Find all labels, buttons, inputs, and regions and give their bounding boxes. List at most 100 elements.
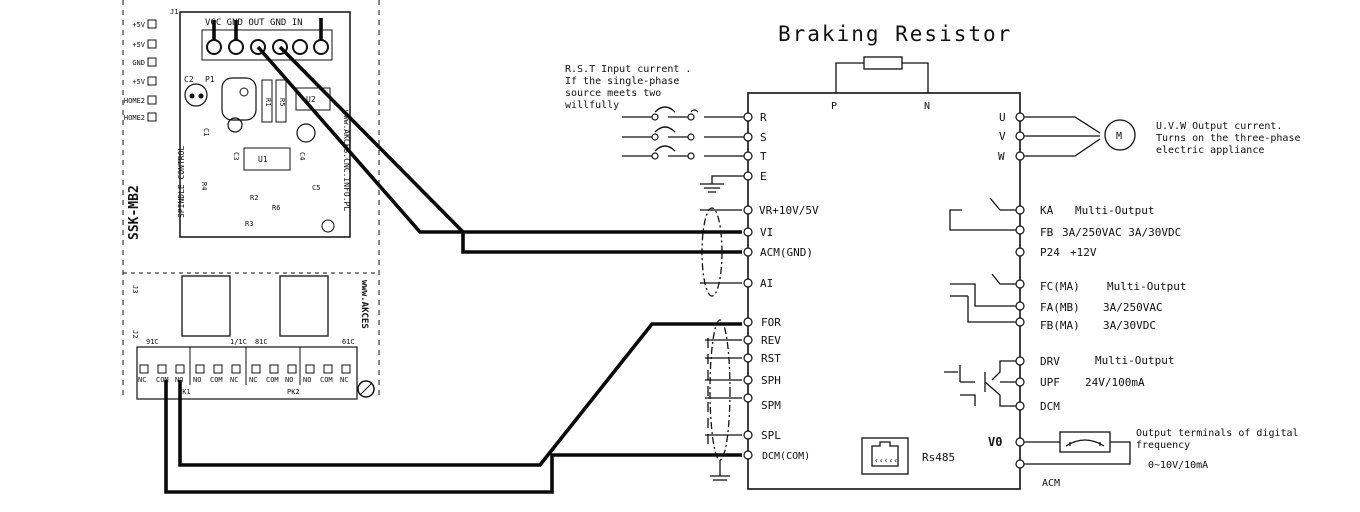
label-upf-desc: 24V/100mA [1085, 376, 1145, 389]
output-note-line: electric appliance [1156, 145, 1264, 156]
label-rev: REV [761, 334, 781, 347]
braking-resistor: Braking Resistor P N [778, 22, 1012, 112]
label-acm: ACM(GND) [760, 246, 813, 259]
screw-terminal [313, 39, 329, 55]
motor-icon [1104, 119, 1136, 151]
rs485-label: Rs485 [922, 451, 955, 464]
relay-pk1-body [181, 275, 231, 337]
label-fb-ma-desc: 3A/30VDC [1103, 319, 1156, 332]
terminal-vi [743, 227, 753, 237]
c1-label: C1 [202, 128, 210, 136]
analog-input-lines [700, 209, 742, 284]
resistor-icon [863, 56, 903, 70]
contact-label: COM [266, 376, 279, 384]
note-line: willfully [565, 100, 619, 111]
label-rst: RST [761, 352, 781, 365]
label-fa: FA(MB) [1040, 301, 1080, 314]
digital-input-switches [705, 338, 742, 450]
label-fb-desc: 3A/250VAC 3A/30VDC [1062, 226, 1181, 239]
contact-label: COM [320, 376, 333, 384]
side-pin-label: HOME2 [124, 114, 145, 122]
label-e: E [760, 170, 767, 183]
relay-terminal-block [136, 346, 358, 400]
contact-label: NC [138, 376, 146, 384]
relay-contacts: NC COM NO NO COM NC NC COM NO NO COM NC [138, 364, 351, 384]
terminal-acm [743, 247, 753, 257]
resistor-r5 [275, 79, 287, 123]
capacitor-c2 [184, 83, 208, 107]
label-spl: SPL [761, 429, 781, 442]
meter-icon [1059, 431, 1111, 453]
terminal-u [1015, 112, 1025, 122]
contact-label: NO [193, 376, 201, 384]
label-fb: FB [1040, 226, 1054, 239]
label-v: V [999, 130, 1006, 143]
terminal-vr [743, 205, 753, 215]
label-w: W [998, 150, 1005, 163]
contact-label: COM [156, 376, 169, 384]
terminal-r [743, 112, 753, 122]
terminal-p24 [1015, 247, 1025, 257]
screw-terminal [292, 39, 308, 55]
pk1-label: PK1 [178, 388, 191, 396]
label-drv: DRV [1040, 355, 1060, 368]
digital-note-line: frequency [1136, 440, 1190, 451]
terminal-upf [1015, 377, 1025, 387]
contact-label: COM [210, 376, 223, 384]
rs485-pins-glyph: ‹‹‹‹‹ [874, 456, 898, 465]
terminal-ka [1015, 205, 1025, 215]
r1-label: R1 [264, 98, 272, 106]
r6-label: R6 [272, 204, 280, 212]
side-pin-label: HOME2 [124, 97, 145, 105]
chip-u1 [243, 147, 291, 171]
side-pin [147, 112, 157, 122]
input-note: R.S.T Input current . If the single-phas… [565, 64, 691, 111]
output-note-line: Turns on the three-phase [1156, 133, 1301, 144]
label-fa-desc: 3A/250VAC [1103, 301, 1163, 314]
terminal-dcm-com [743, 450, 753, 460]
label-dcm: DCM [1040, 400, 1060, 413]
motor-output: M U.V.W Output current. Turns on the thr… [1024, 116, 1301, 157]
board-website: www.AKCES [359, 280, 369, 329]
relay-code: 91C [146, 338, 159, 346]
side-pin-label: +5V [132, 41, 145, 49]
label-for: FOR [761, 316, 781, 329]
pk2-label: PK2 [287, 388, 300, 396]
screw-terminal [206, 39, 222, 55]
r5-label: R5 [278, 98, 286, 106]
contact-label: NC [340, 376, 348, 384]
j1-label: J1 [170, 8, 178, 16]
label-spm: SPM [761, 399, 781, 412]
relay-pk2-body [279, 275, 329, 337]
top-pin-labels: VCC GND OUT GND IN [205, 18, 303, 28]
wire-out-to-vi [256, 45, 742, 234]
shield-ground [710, 460, 730, 481]
label-upf: UPF [1040, 376, 1060, 389]
terminal-fb [1015, 225, 1025, 235]
terminal-t [743, 151, 753, 161]
label-ai: AI [760, 277, 773, 290]
c5-label: C5 [312, 184, 320, 192]
board-website-vertical: www.AKCES.CNC.INFO.PL [342, 110, 351, 211]
label-vr: VR+10V/5V [759, 204, 819, 217]
board-name: SSK-MB2 [127, 185, 142, 240]
spindle-control-label: SPINDLE CONTROL [177, 146, 186, 218]
terminal-for [743, 317, 753, 327]
terminal-fc [1015, 279, 1025, 289]
potentiometer-p1 [221, 77, 257, 121]
right-terminal-strip: U V W KA Multi-Output FB 3A/250VAC 3A/30… [988, 111, 1186, 489]
braking-resistor-title: Braking Resistor [778, 22, 1012, 46]
terminal-drv [1015, 356, 1025, 366]
label-p24-desc: +12V [1070, 246, 1097, 259]
label-p24: P24 [1040, 246, 1060, 259]
bus-n-label: N [924, 101, 930, 112]
terminal-s [743, 132, 753, 142]
side-pin-label: +5V [132, 21, 145, 29]
left-terminal-strip: R S T E VR+10V/5V VI ACM(GND) AI FOR REV… [743, 111, 819, 462]
side-pin-label: +5V [132, 78, 145, 86]
freq-range-label: 0~10V/10mA [1148, 460, 1208, 471]
label-ka: KA [1040, 204, 1054, 217]
label-t: T [760, 150, 767, 163]
note-line: source meets two [565, 88, 661, 99]
